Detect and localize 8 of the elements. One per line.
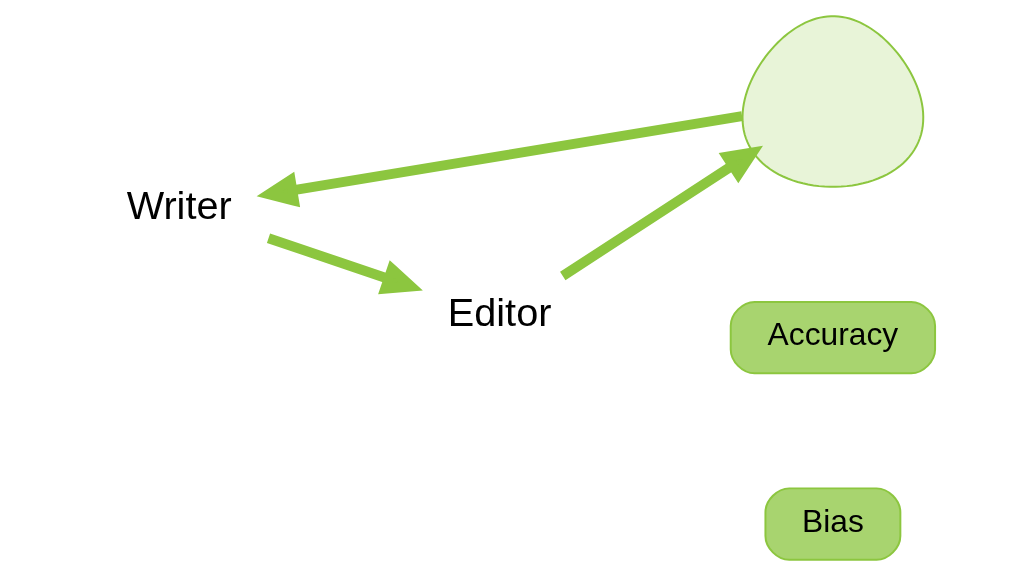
node-text: Editor: [447, 289, 551, 334]
node-person: [741, 15, 924, 188]
node-box: Bias: [763, 487, 901, 561]
node-text: Writer: [126, 182, 232, 227]
arrow: [256, 111, 743, 208]
arrow: [266, 233, 423, 295]
node-box: Accuracy: [729, 300, 936, 375]
arrow: [559, 145, 763, 281]
